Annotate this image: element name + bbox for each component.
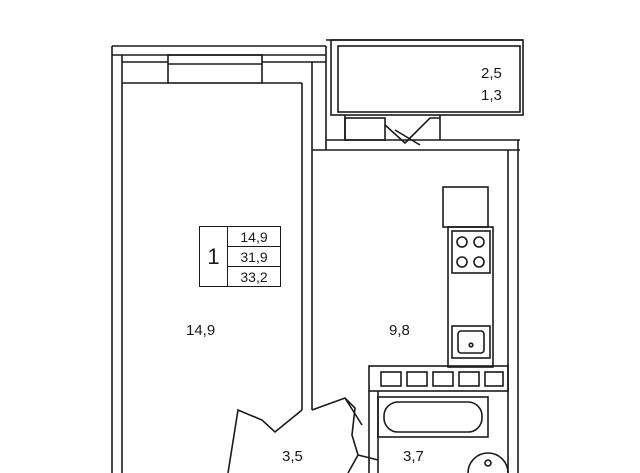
kitchen-counter [447,226,494,368]
kitchen-area: 9,8 [389,322,410,339]
total-with-balcony-value: 33,2 [228,266,280,286]
total-area-value: 31,9 [228,246,280,266]
washbasin [467,452,509,473]
bathroom-door-swing [311,397,359,473]
ventilation-block [368,365,509,392]
summary-values: 14,9 31,9 33,2 [228,227,280,286]
bathtub [377,396,489,438]
hallway-door-swing [227,408,303,473]
room-count: 1 [200,227,228,286]
living-room-area: 14,9 [186,322,216,339]
stove [451,230,491,274]
kitchen-sink [451,325,491,359]
living-room-window [167,54,263,84]
hallway-area: 3,5 [282,448,303,465]
bathroom-area: 3,7 [403,448,424,465]
balcony-area: 2,5 [481,65,502,82]
balcony-reduced-area: 1,3 [481,87,502,104]
balcony-door-swing [384,117,440,145]
living-area-value: 14,9 [240,228,268,245]
balcony-door [344,117,386,141]
apartment-summary-box: 1 14,9 31,9 33,2 [199,226,281,287]
kitchen-cabinet [442,186,489,228]
